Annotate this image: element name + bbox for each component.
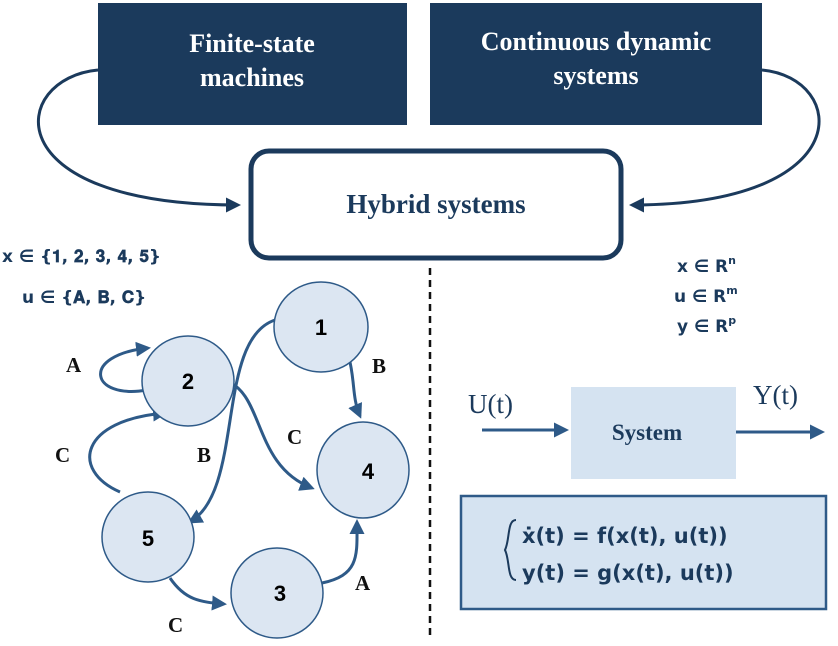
state-label-4: 4 <box>362 459 375 484</box>
state-equations-box: ẋ(t) = f(x(t), u(t)) y(t) = g(x(t), u(t)… <box>459 494 828 611</box>
cds-label-line1: Continuous dynamic <box>481 27 711 56</box>
edge-label-1-5: B <box>197 443 211 467</box>
system-input-label: U(t) <box>468 389 513 419</box>
edge-5-to-2-C <box>88 406 168 494</box>
continuous-dynamic-systems-box: Continuous dynamic systems <box>430 3 762 125</box>
cds-to-hybrid-arrow <box>629 68 821 213</box>
edge-label-2-2: A <box>66 353 82 377</box>
edge-5-to-3-C <box>168 577 227 611</box>
system-output-label: Y(t) <box>753 380 798 410</box>
fsm-label-line1: Finite-state <box>189 29 315 58</box>
hybrid-systems-label: Hybrid systems <box>346 189 525 219</box>
state-label-2: 2 <box>182 369 194 394</box>
discrete-state-set: x ∈ {𝟏, 𝟐, 𝟑, 𝟒, 𝟓} <box>2 247 161 267</box>
edge-1-to-5-B <box>187 318 276 524</box>
edge-2-to-2-A <box>99 341 151 393</box>
continuous-state-space: x ∈ Rn <box>677 254 736 277</box>
hybrid-systems-box: Hybrid systems <box>248 148 624 261</box>
discrete-input-set: u ∈ {𝐀, 𝐁, 𝐂} <box>22 288 146 308</box>
cds-label-line2: systems <box>553 61 638 90</box>
fsm-label-line2: machines <box>200 63 304 92</box>
state-label-3: 3 <box>274 581 286 606</box>
edge-1-to-4-B <box>347 357 362 419</box>
edge-label-2-4: C <box>287 425 302 449</box>
state-node-1: 1 <box>273 281 369 373</box>
output-equation: y(t) = g(x(t), u(t)) <box>522 561 734 585</box>
state-node-4: 4 <box>316 421 410 519</box>
finite-state-machines-box: Finite-state machines <box>98 3 407 125</box>
fsm-to-hybrid-arrow <box>36 68 241 213</box>
state-label-1: 1 <box>315 315 327 340</box>
edge-label-1-4: B <box>372 354 386 378</box>
state-node-5: 5 <box>101 491 195 583</box>
state-equation: ẋ(t) = f(x(t), u(t)) <box>522 524 728 548</box>
continuous-input-space: u ∈ Rm <box>674 284 738 307</box>
state-node-3: 3 <box>230 547 324 639</box>
state-label-5: 5 <box>142 526 154 551</box>
brace-icon <box>503 519 517 581</box>
continuous-output-space: y ∈ Rp <box>677 314 736 337</box>
system-label: System <box>612 420 682 445</box>
edge-label-5-2: C <box>55 443 70 467</box>
edge-label-3-4: A <box>355 571 371 595</box>
edge-3-to-4-A <box>321 519 365 585</box>
state-node-2: 2 <box>141 335 235 427</box>
edge-label-5-3: C <box>168 613 183 637</box>
system-box: System <box>571 387 736 479</box>
